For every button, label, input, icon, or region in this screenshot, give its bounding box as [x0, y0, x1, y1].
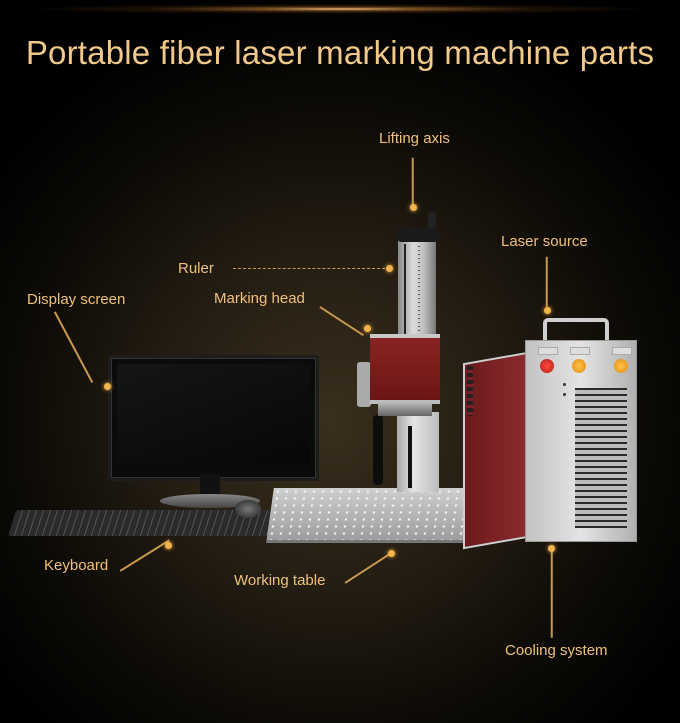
emergency-stop-knob: [540, 359, 554, 373]
callout-label: Cooling system: [505, 642, 608, 659]
knob-tag: [570, 347, 590, 355]
callout-line: [344, 551, 393, 584]
top-light-glow: [40, 4, 640, 14]
lifting-axis-cap: [396, 228, 440, 242]
callout-dot: [104, 383, 111, 390]
laser-knob: [614, 359, 628, 373]
callout-label: Keyboard: [44, 557, 109, 574]
indicator-led: [563, 393, 566, 396]
callout-dot: [548, 545, 555, 552]
field-lens: [378, 402, 432, 416]
callout-label: Display screen: [27, 291, 126, 308]
callout-label: Lifting axis: [379, 130, 450, 147]
callout-line: [412, 157, 414, 206]
callout-line: [551, 550, 553, 638]
lifting-column: [398, 238, 436, 338]
callout-label: Marking head: [214, 290, 305, 307]
callout-dot: [165, 542, 172, 549]
callout-line: [54, 311, 94, 383]
monitor-base: [160, 494, 260, 508]
callout-line: [319, 306, 365, 336]
cooling-vent-grille: [575, 388, 627, 528]
ruler-scale: [418, 246, 420, 331]
keyboard-device: [7, 510, 277, 536]
indicator-led: [563, 383, 566, 386]
marking-head-side-mount: [357, 362, 371, 407]
callout-dot: [410, 204, 417, 211]
callout-dot: [386, 265, 393, 272]
column-slot: [408, 426, 412, 488]
callout-line: [233, 268, 385, 269]
fiber-cable: [373, 415, 383, 485]
power-knob: [572, 359, 586, 373]
lower-column: [397, 412, 439, 492]
callout-dot: [544, 307, 551, 314]
display-screen-monitor: [108, 355, 319, 481]
marking-head-box: [370, 334, 440, 404]
callout-label: Working table: [234, 572, 326, 589]
callout-dot: [364, 325, 371, 332]
callout-line: [119, 539, 170, 572]
page-title: Portable fiber laser marking machine par…: [25, 34, 655, 71]
knob-tag: [612, 347, 632, 355]
column-slot: [404, 244, 406, 334]
callout-label: Ruler: [178, 260, 214, 277]
mouse-device: [235, 500, 261, 518]
callout-label: Laser source: [501, 233, 588, 250]
laser-source-handle: [543, 318, 609, 346]
monitor-screen: [117, 364, 310, 464]
lifting-crank-handle: [428, 212, 436, 232]
laser-source-side-vent: [467, 366, 473, 416]
callout-dot: [388, 550, 395, 557]
knob-tag: [538, 347, 558, 355]
callout-line: [546, 256, 548, 307]
